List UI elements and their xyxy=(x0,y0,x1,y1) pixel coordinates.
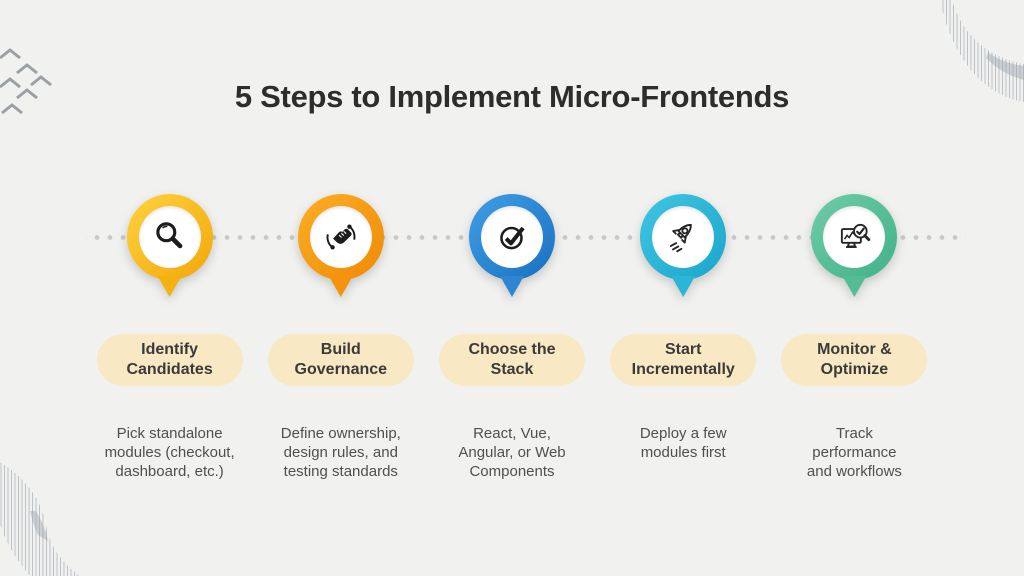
steps-row: Identify Candidates Pick standalone modu… xyxy=(84,194,940,481)
step-identify-candidates: Identify Candidates Pick standalone modu… xyxy=(84,194,255,481)
check-circle-icon xyxy=(500,226,525,250)
step-label-pill: Build Governance xyxy=(267,334,414,386)
step-description: Track performance and workflows xyxy=(806,425,902,480)
step-label-pill: Choose the Stack xyxy=(439,334,585,386)
step-description: React, Vue, Angular, or Web Components xyxy=(458,425,566,480)
step-monitor-optimize: Monitor & Optimize Track performance and… xyxy=(769,194,940,481)
step-description: Pick standalone modules (checkout, dashb… xyxy=(104,425,235,480)
step-start-incrementally: Start Incrementally Deploy a few modules… xyxy=(598,194,769,481)
step-build-governance: Build Governance Define ownership, desig… xyxy=(255,194,426,481)
step-1-marker xyxy=(126,194,213,280)
step-label-pill: Start Incrementally xyxy=(610,334,757,386)
rocket-icon xyxy=(670,223,693,253)
step-4-marker xyxy=(640,194,727,280)
step-2-marker xyxy=(297,194,384,280)
handshake-cycle-icon xyxy=(326,224,356,250)
step-description: Define ownership, design rules, and test… xyxy=(280,425,401,480)
step-3-marker xyxy=(469,194,555,280)
step-description: Deploy a few modules first xyxy=(639,425,727,461)
step-5-marker xyxy=(811,194,898,280)
step-label-pill: Identify Candidates xyxy=(96,334,243,386)
step-label-pill: Monitor & Optimize xyxy=(781,334,928,386)
step-choose-the-stack: Choose the Stack React, Vue, Angular, or… xyxy=(426,194,597,481)
search-icon xyxy=(155,222,182,249)
monitor-analytics-icon xyxy=(841,223,871,248)
page-title: 5 Steps to Implement Micro-Frontends xyxy=(234,79,790,114)
